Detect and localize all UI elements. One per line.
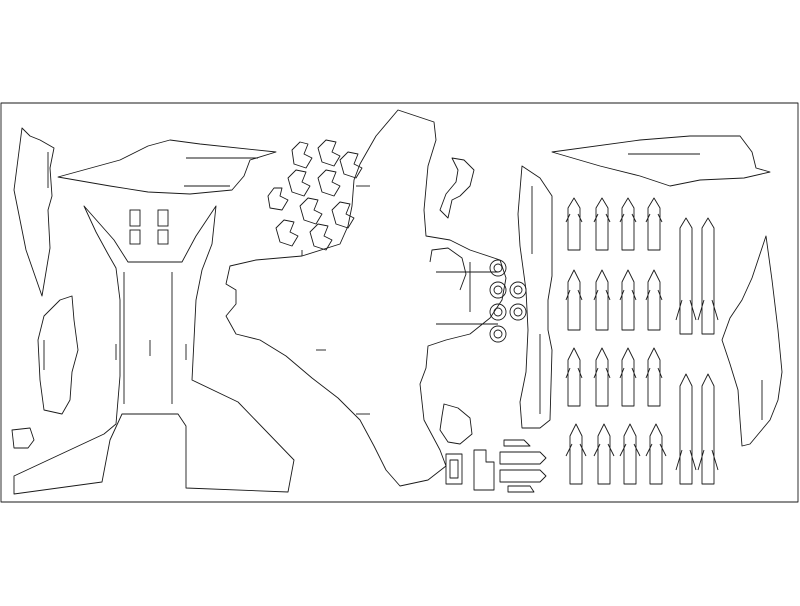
landing-gear bbox=[445, 439, 547, 493]
fuselage-spine-right bbox=[439, 157, 553, 445]
fuselage-spine-top bbox=[57, 139, 277, 195]
wing-main bbox=[13, 205, 295, 495]
intake-clips bbox=[267, 139, 363, 251]
fuselage-side-right bbox=[551, 135, 783, 447]
sheet-border bbox=[0, 102, 799, 503]
top-view-fuselage bbox=[225, 109, 507, 487]
missiles-short bbox=[565, 197, 667, 485]
missiles-long bbox=[675, 217, 719, 485]
fuselage-side-left bbox=[11, 127, 79, 449]
